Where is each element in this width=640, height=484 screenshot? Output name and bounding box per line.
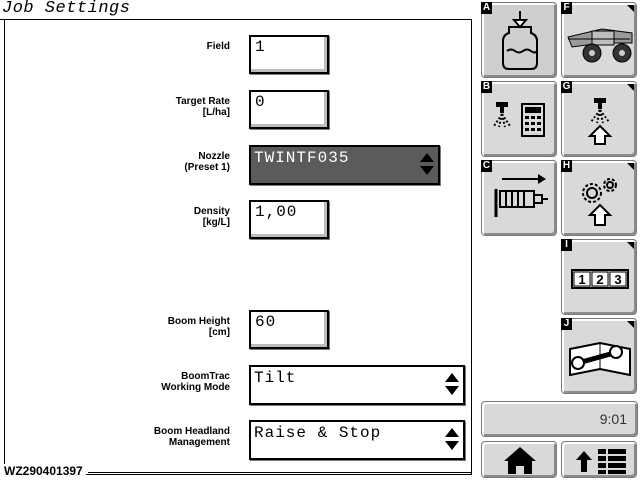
density-label: Density[kg/L]	[193, 206, 230, 228]
counter-123-icon: 1 2 3	[571, 269, 629, 289]
flow-meter-icon	[494, 174, 548, 217]
up-down-arrows-icon	[445, 373, 459, 395]
nozzle-label: Nozzle(Preset 1)	[184, 151, 230, 173]
boomtrac-select[interactable]: Tilt	[249, 365, 465, 405]
title-divider	[0, 19, 472, 20]
up-down-arrows-icon	[445, 428, 459, 450]
menu-up-icon	[576, 449, 626, 474]
clock-time: 9:01	[599, 411, 627, 427]
boom-height-input[interactable]: 60	[249, 310, 329, 349]
target-rate-input[interactable]: 0	[249, 90, 329, 129]
nozzle-up-icon	[587, 98, 613, 145]
nozzle-calculator-icon	[493, 102, 545, 137]
settings-panel	[4, 19, 472, 475]
softkey-i-counter[interactable]: I 1 2 3	[561, 239, 637, 315]
boom-height-label: Boom Height[cm]	[167, 316, 230, 338]
softkey-h-gears-up[interactable]: H	[561, 160, 637, 236]
home-button[interactable]	[481, 441, 557, 478]
gears-up-icon	[582, 178, 617, 226]
nozzle-select[interactable]: TWINTF035	[249, 145, 440, 185]
density-input[interactable]: 1,00	[249, 200, 329, 239]
softkey-j-manual[interactable]: J	[561, 318, 637, 394]
home-icon	[504, 447, 536, 474]
svg-text:3: 3	[614, 272, 621, 287]
target-rate-label: Target Rate[L/ha]	[175, 96, 230, 118]
softkey-f-machine[interactable]: F	[561, 2, 637, 78]
sprayer-machine-icon	[567, 28, 633, 63]
screen-id: WZ290401397	[4, 464, 86, 478]
field-label: Field	[206, 41, 230, 52]
up-down-arrows-icon	[420, 153, 434, 175]
headland-value: Raise & Stop	[254, 424, 382, 442]
svg-text:2: 2	[596, 272, 603, 287]
svg-text:1: 1	[578, 272, 585, 287]
softkey-g-nozzle-up[interactable]: G	[561, 81, 637, 157]
nozzle-value: TWINTF035	[254, 149, 350, 167]
headland-select[interactable]: Raise & Stop	[249, 420, 465, 460]
boomtrac-value: Tilt	[254, 369, 297, 387]
tank-fill-icon	[502, 11, 538, 70]
softkey-a-tank-fill[interactable]: A	[481, 2, 557, 78]
footer-divider	[88, 472, 472, 473]
clock-display: 9:01	[481, 401, 638, 437]
page-title: Job Settings	[2, 0, 131, 18]
softkey-b-nozzle-calc[interactable]: B	[481, 81, 557, 157]
field-input[interactable]: 1	[249, 35, 329, 74]
manual-wrench-icon	[569, 341, 631, 377]
softkey-c-flow-meter[interactable]: C	[481, 160, 557, 236]
menu-button[interactable]	[561, 441, 637, 478]
